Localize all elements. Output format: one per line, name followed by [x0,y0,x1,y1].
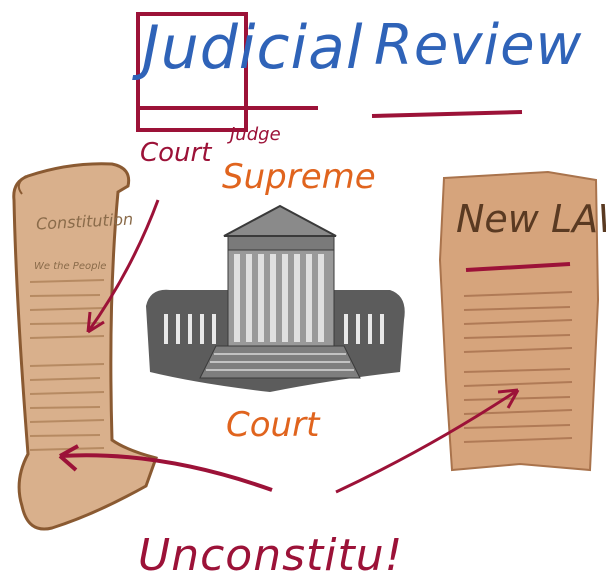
constitution-scroll [12,162,158,531]
arrow-to-constitution [59,453,273,492]
label-supreme: Supreme [222,157,376,197]
title-review: Review [374,13,583,78]
title-judicial: Judicial [142,13,364,83]
arrow-to-new-law [335,388,519,494]
new-law-document [438,170,600,472]
label-court-bottom: Court [226,405,320,445]
label-unconstitutional: Unconstitu! [138,530,404,581]
arrow-court-to-constitution [86,199,160,333]
constitution-preamble: We the People [34,261,107,272]
title-underline-right [371,110,523,118]
label-judge: Judge [230,124,281,145]
label-court-top: Court [140,138,212,168]
new-law-heading: New LAW [456,197,606,241]
supreme-court-building [146,204,405,392]
highlight-box [136,12,248,132]
